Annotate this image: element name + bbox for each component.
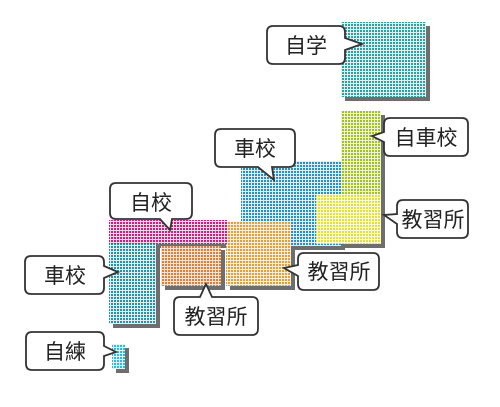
region-jiren bbox=[112, 344, 125, 369]
label-jishakou-text: 自車校 bbox=[395, 126, 458, 150]
label-jigaku: 自学 bbox=[266, 25, 365, 65]
label-jikou: 自校 bbox=[109, 182, 193, 232]
region-kyoushuujo-right bbox=[316, 194, 381, 244]
label-shakou-left-text: 車校 bbox=[44, 264, 86, 288]
label-jigaku-text: 自学 bbox=[285, 34, 327, 58]
region-jishakou bbox=[341, 111, 381, 196]
label-shakou-left: 車校 bbox=[24, 255, 121, 295]
label-kyoushuujo-right: 教習所 bbox=[381, 199, 469, 239]
label-kyoushuujo-mid-text: 教習所 bbox=[308, 260, 371, 284]
region-kyoushuujo-mid bbox=[226, 221, 291, 286]
label-jiren: 自練 bbox=[25, 331, 119, 371]
label-kyoushuujo-low-text: 教習所 bbox=[185, 305, 248, 329]
label-kyoushuujo-low: 教習所 bbox=[173, 281, 259, 336]
label-jishakou: 自車校 bbox=[369, 117, 469, 157]
region-shakou-left bbox=[109, 244, 156, 324]
label-shakou-top: 車校 bbox=[214, 128, 296, 183]
region-jigaku bbox=[341, 22, 426, 97]
label-shakou-top-text: 車校 bbox=[234, 137, 276, 161]
label-jiren-text: 自練 bbox=[44, 340, 86, 364]
region-kyoushuujo-low bbox=[161, 246, 221, 286]
label-jikou-text: 自校 bbox=[130, 191, 172, 215]
label-kyoushuujo-right-text: 教習所 bbox=[402, 208, 465, 232]
label-kyoushuujo-mid: 教習所 bbox=[281, 252, 380, 291]
